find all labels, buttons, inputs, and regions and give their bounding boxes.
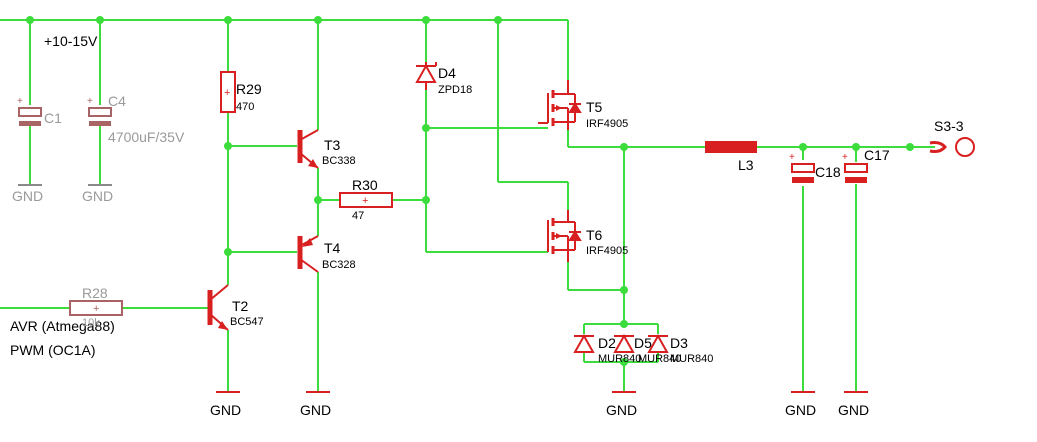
gnd-t4-label: GND xyxy=(300,402,331,418)
gnd-c4-label: GND xyxy=(82,188,113,204)
capacitor-c4: + C4 4700uF/35V xyxy=(87,93,185,145)
transistor-t4: T4 BC328 xyxy=(297,235,356,273)
wires xyxy=(0,19,935,392)
gnd-c18: GND xyxy=(785,391,816,418)
d5-value: MUR840 xyxy=(638,353,681,365)
gnd-c1-label: GND xyxy=(12,188,43,204)
c4-name: C4 xyxy=(108,93,126,109)
mosfet-t6 xyxy=(547,210,582,262)
input-label-line1: AVR (Atmega88) xyxy=(10,318,115,334)
mosfet-t5 xyxy=(538,80,582,130)
transistor-t3: T3 BC338 xyxy=(297,129,356,169)
c17-name: C17 xyxy=(864,147,890,163)
gnd-c17-label: GND xyxy=(838,402,869,418)
gnd-c18-label: GND xyxy=(785,402,816,418)
d2-name: D2 xyxy=(598,335,616,351)
input-label-line2: PWM (OC1A) xyxy=(10,342,96,358)
svg-text:+: + xyxy=(362,195,368,207)
gnd-t2-label: GND xyxy=(210,402,241,418)
svg-text:+: + xyxy=(842,152,848,163)
svg-text:+: + xyxy=(93,303,99,315)
r30-name: R30 xyxy=(352,177,378,193)
svg-text:+: + xyxy=(224,87,230,99)
junctions xyxy=(26,16,914,366)
capacitor-c18: + C18 xyxy=(789,152,841,183)
output-terminal-s3: S3-3 xyxy=(929,118,975,157)
gnd-diodes: GND xyxy=(606,391,637,418)
c4-value: 4700uF/35V xyxy=(108,129,185,145)
diode-d2 xyxy=(573,333,595,353)
t6-value: IRF4905 xyxy=(586,245,628,257)
s3-name: S3-3 xyxy=(934,118,964,134)
gnd-c4: GND xyxy=(82,184,113,204)
l3-name: L3 xyxy=(738,157,754,173)
t4-name: T4 xyxy=(324,240,341,256)
d2-value: MUR840 xyxy=(598,353,641,365)
gnd-diodes-label: GND xyxy=(606,402,637,418)
d4-value: ZPD18 xyxy=(438,84,472,96)
gnd-t4: GND xyxy=(300,391,331,418)
resistor-r28: + R28 10k xyxy=(69,285,123,329)
c18-name: C18 xyxy=(815,164,841,180)
r29-name: R29 xyxy=(236,81,262,97)
c1-name: C1 xyxy=(44,110,62,126)
t3-value: BC338 xyxy=(322,155,356,167)
r28-value: 10k xyxy=(82,317,100,329)
svg-text:+: + xyxy=(789,152,795,163)
t6-name: T6 xyxy=(586,227,603,243)
capacitor-c1: + C1 xyxy=(17,96,62,126)
t2-value: BC547 xyxy=(230,316,264,328)
t2-name: T2 xyxy=(232,298,249,314)
svg-text:+: + xyxy=(87,96,93,107)
zener-diode-d4: D4 ZPD18 xyxy=(415,62,472,96)
r30-value: 47 xyxy=(352,210,364,222)
d4-name: D4 xyxy=(438,65,456,81)
t5-name: T5 xyxy=(586,99,603,115)
t3-name: T3 xyxy=(324,137,341,153)
diode-d5 xyxy=(613,333,635,353)
resistor-r29: + R29 470 xyxy=(220,71,262,113)
gnd-t2: GND xyxy=(210,391,241,418)
svg-text:+: + xyxy=(17,96,23,107)
supply-label: +10-15V xyxy=(44,33,98,49)
transistor-t2: T2 BC547 xyxy=(207,284,264,331)
d5-name: D5 xyxy=(634,335,652,351)
capacitor-c17: + C17 xyxy=(842,147,890,183)
gnd-c1: GND xyxy=(12,184,43,204)
resistor-r30: + R30 47 xyxy=(339,177,393,222)
t4-value: BC328 xyxy=(322,259,356,271)
gnd-symbols: GND GND GND GND GND GND GND xyxy=(12,184,869,418)
diode-d3 xyxy=(647,333,669,353)
d3-name: D3 xyxy=(670,335,688,351)
t5-value: IRF4905 xyxy=(586,118,628,130)
inductor-l3: L3 xyxy=(705,141,757,173)
r28-name: R28 xyxy=(82,285,108,301)
d3-value: MUR840 xyxy=(670,353,713,365)
gnd-c17: GND xyxy=(838,391,869,418)
r29-value: 470 xyxy=(236,101,254,113)
